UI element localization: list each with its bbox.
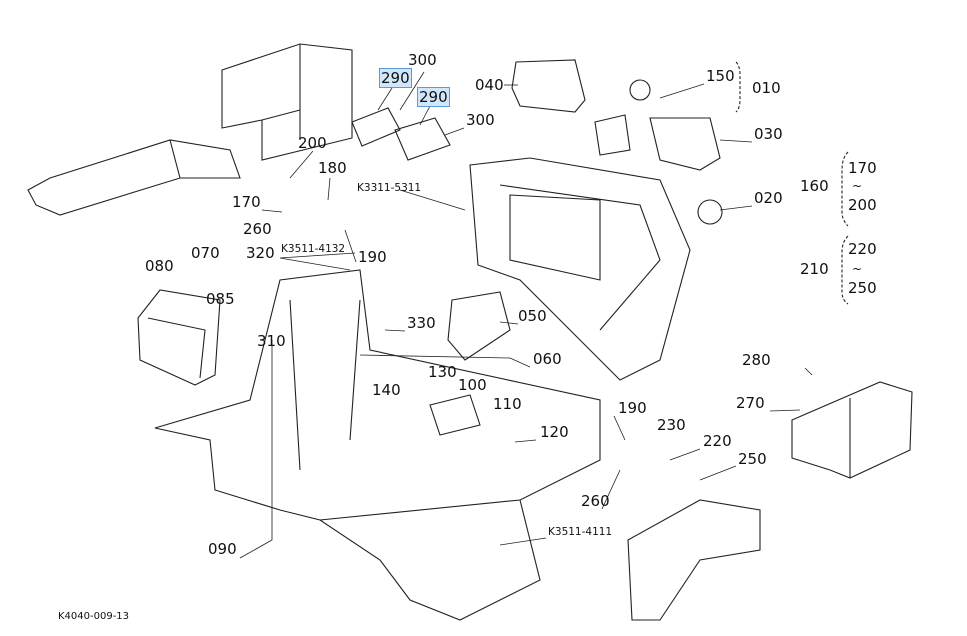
meter-030 [649,117,721,171]
callout-080[interactable]: 080 [145,257,174,275]
callout-260[interactable]: 260 [581,492,610,510]
coil-290b [394,117,451,161]
callout-290-highlighted[interactable]: 290 [379,68,412,88]
callout-090[interactable]: 090 [208,540,237,558]
callout-020[interactable]: 020 [754,189,783,207]
callout-270[interactable]: 270 [736,394,765,412]
callout-010[interactable]: 010 [752,79,781,97]
reference-link[interactable]: K3311-5311 [357,182,422,194]
diagram-code: K4040-009-13 [58,611,130,622]
callout-220[interactable]: 220 [703,432,732,450]
callout-320[interactable]: 320 [246,244,275,262]
callout-310[interactable]: 310 [257,332,286,350]
callout-230[interactable]: 230 [657,416,686,434]
callout-330[interactable]: 330 [407,314,436,332]
controller-050 [447,291,511,361]
meter-040 [511,59,586,113]
relay-010 [594,114,631,156]
callout-120[interactable]: 120 [540,423,569,441]
tube-bottom [627,499,761,621]
callout-160[interactable]: 160 [800,177,829,195]
callout-200[interactable]: 200 [298,134,327,152]
bracket-part [221,43,353,161]
switch-020 [697,199,723,225]
leader-lines [239,71,813,559]
callout-250[interactable]: 250 [738,450,767,468]
coil-290a [351,107,401,147]
callout-060[interactable]: 060 [533,350,562,368]
callout-300[interactable]: 300 [466,111,495,129]
callout-085[interactable]: 085 [206,290,235,308]
callout-220[interactable]: 220 [848,240,877,258]
callout-070[interactable]: 070 [191,244,220,262]
switch-150 [629,79,651,101]
callout-150[interactable]: 150 [706,67,735,85]
range-separator: ~ [852,179,863,193]
bracket-right [791,381,913,479]
callout-180[interactable]: 180 [318,159,347,177]
range-separator: ~ [852,262,863,276]
callout-040[interactable]: 040 [475,76,504,94]
callout-100[interactable]: 100 [458,376,487,394]
range-bracket-210 [841,235,849,305]
callout-300[interactable]: 300 [408,51,437,69]
callout-210[interactable]: 210 [800,260,829,278]
callout-290-highlighted[interactable]: 290 [417,87,450,107]
callout-250[interactable]: 250 [848,279,877,297]
range-bracket-160 [841,151,849,227]
callout-190[interactable]: 190 [358,248,387,266]
reference-link[interactable]: K3511-4111 [548,526,613,538]
tube-part [27,139,241,216]
callout-170[interactable]: 170 [848,159,877,177]
range-bracket-010 [735,61,741,113]
reference-link[interactable]: K3511-4132 [281,243,346,255]
callout-170[interactable]: 170 [232,193,261,211]
frame-part [154,269,601,621]
callout-280[interactable]: 280 [742,351,771,369]
callout-140[interactable]: 140 [372,381,401,399]
callout-110[interactable]: 110 [493,395,522,413]
callout-130[interactable]: 130 [428,363,457,381]
coil-100 [429,394,481,436]
callout-030[interactable]: 030 [754,125,783,143]
callout-190[interactable]: 190 [618,399,647,417]
callout-200[interactable]: 200 [848,196,877,214]
headlamp-part [137,289,221,386]
dash-panel-part [469,157,691,381]
callout-050[interactable]: 050 [518,307,547,325]
callout-260[interactable]: 260 [243,220,272,238]
